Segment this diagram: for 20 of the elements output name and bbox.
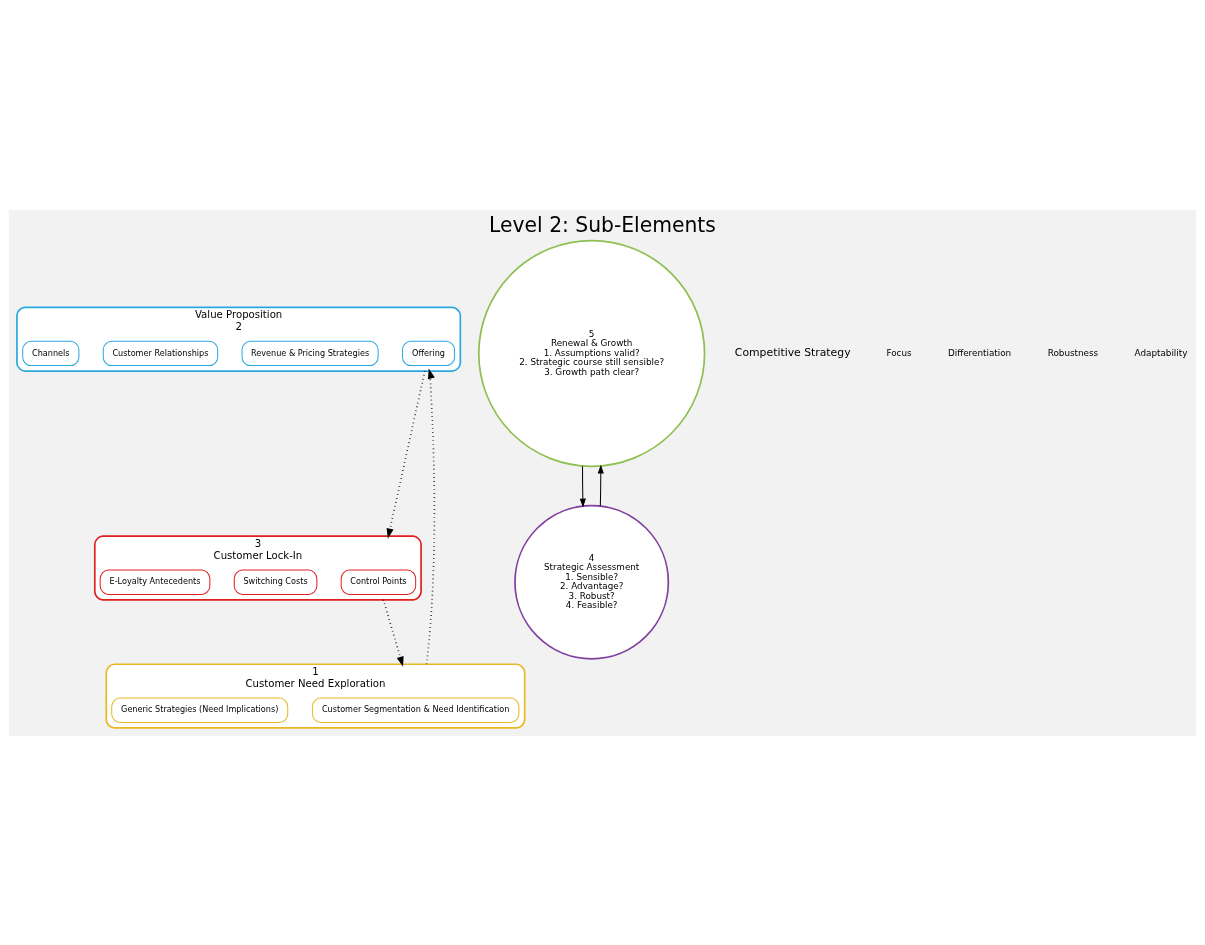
node-box: Customer Segmentation & Need Identification	[311, 697, 520, 723]
node-box: Offering	[401, 340, 456, 366]
node-box: Control Points	[340, 569, 417, 595]
label: Competitive Strategy	[734, 345, 851, 359]
arrow	[386, 369, 426, 539]
arrow	[597, 464, 604, 506]
arrow	[579, 465, 586, 507]
node-circle: 5 Renewal & Growth 1. Assumptions valid? 2. Strategic course still sensible? 3. Growth path clear?	[477, 239, 706, 467]
label: Adaptability	[1134, 347, 1188, 358]
label: Robustness	[1047, 347, 1099, 358]
node-box: E-Loyalty Antecedents	[99, 569, 211, 595]
node-circle: 4 Strategic Assessment 1. Sensible? 2. Advantage? 3. Robust? 4. Feasible?	[514, 504, 670, 660]
label: Differentiation	[947, 347, 1012, 358]
node-box: Generic Strategies (Need Implications)	[111, 697, 289, 723]
node-box: Customer Relationships	[102, 340, 219, 366]
diagram-title: Level 2: Sub-Elements	[489, 212, 716, 237]
node-box: Revenue & Pricing Strategies	[241, 340, 379, 366]
node-box: Channels	[22, 340, 80, 366]
node-box: Switching Costs	[233, 569, 318, 595]
label: Focus	[886, 347, 912, 358]
